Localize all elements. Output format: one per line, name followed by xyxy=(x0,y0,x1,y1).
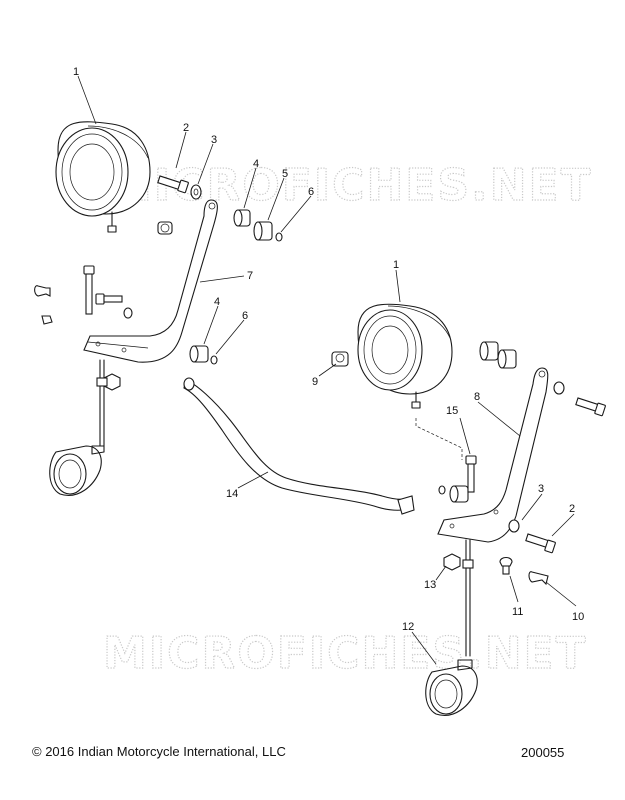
figure-number: 200055 xyxy=(521,745,565,760)
bushing-right-lower xyxy=(449,485,469,503)
bolt-right-lower xyxy=(525,533,556,554)
mounting-bracket-right xyxy=(437,367,549,543)
callout-8: 8 xyxy=(474,391,480,403)
washer-left-top xyxy=(190,184,202,200)
bolt-left-vertical xyxy=(83,265,95,315)
crossbar xyxy=(183,377,415,515)
o-ring-right xyxy=(438,485,446,495)
grommet-right xyxy=(331,351,349,367)
washer-right-lower xyxy=(508,519,520,533)
callout-2-left: 2 xyxy=(183,122,189,134)
nut-right xyxy=(443,553,461,571)
wing-nut-left xyxy=(34,285,51,297)
callout-3-left: 3 xyxy=(211,134,217,146)
screw-right xyxy=(499,556,513,575)
callout-4-left-lower: 4 xyxy=(214,296,220,308)
callout-9: 9 xyxy=(312,376,318,388)
washer-right-upper xyxy=(553,381,565,395)
callout-15: 15 xyxy=(446,405,458,417)
callout-13: 13 xyxy=(424,579,436,591)
bushing-left-lower xyxy=(189,345,209,363)
screw-left-horizontal xyxy=(95,293,123,305)
mounting-bracket-left xyxy=(83,199,218,363)
callout-5: 5 xyxy=(282,168,288,180)
watermark-bottom: MICROFICHES.NET xyxy=(103,628,588,679)
bolt-right-vertical xyxy=(465,455,477,493)
o-ring-left-lower xyxy=(210,355,218,365)
callout-11: 11 xyxy=(512,606,523,618)
screw-left-small xyxy=(41,315,53,325)
grommet-left xyxy=(157,221,173,235)
callout-7: 7 xyxy=(247,270,253,282)
bolt-right-upper xyxy=(575,397,606,417)
callout-2-right: 2 xyxy=(569,503,575,515)
bushing-right-upper-2 xyxy=(497,349,517,369)
bushing-right-upper-1 xyxy=(479,341,499,361)
callout-3-right: 3 xyxy=(538,483,544,495)
callout-1-right: 1 xyxy=(393,259,399,271)
spacer-left xyxy=(253,221,273,241)
headlamp-left xyxy=(55,121,151,233)
turn-signal-left xyxy=(49,359,108,496)
callout-1-left: 1 xyxy=(73,66,79,78)
callout-10: 10 xyxy=(572,611,584,623)
headlamp-right xyxy=(357,303,463,460)
bushing-left-upper xyxy=(233,209,251,227)
o-ring-left-upper xyxy=(275,232,283,242)
washer-left-small xyxy=(123,307,133,319)
turn-signal-right xyxy=(425,539,478,716)
bolt-left-top xyxy=(157,175,189,194)
callout-12: 12 xyxy=(402,621,414,633)
callout-6-left-lower: 6 xyxy=(242,310,248,322)
callout-14: 14 xyxy=(226,488,238,500)
callout-4-left-upper: 4 xyxy=(253,158,259,170)
copyright-notice: © 2016 Indian Motorcycle International, … xyxy=(32,744,286,759)
callout-6-left-upper: 6 xyxy=(308,186,314,198)
wing-nut-right xyxy=(528,571,549,586)
